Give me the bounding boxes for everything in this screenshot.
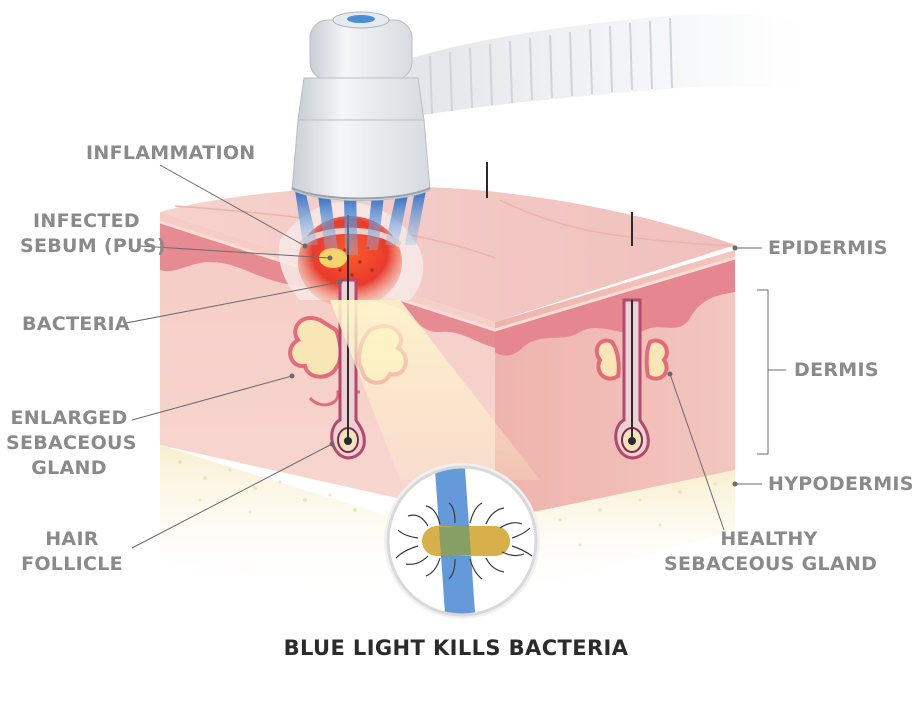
label-dermis: DERMIS [794, 359, 879, 381]
bacterium-icon [395, 502, 533, 580]
label-hypodermis: HYPODERMIS [768, 473, 912, 495]
label-infected-sebum-line2: SEBUM (PUS) [20, 235, 166, 257]
label-healthy-line2: SEBACEOUS GLAND [664, 553, 878, 575]
label-bacteria: BACTERIA [22, 313, 130, 335]
hair-follicle-right [614, 298, 650, 460]
label-enlarged-sebaceous-gland: ENLARGED SEBACEOUS GLAND [6, 406, 137, 481]
label-enlarged-line2: SEBACEOUS [6, 432, 137, 454]
pus-sebum [319, 248, 347, 268]
label-healthy-line1: HEALTHY [720, 528, 818, 550]
blue-light-rays [295, 190, 426, 255]
label-infected-sebum-line1: INFECTED [33, 210, 140, 232]
magnifier-beam [330, 300, 540, 480]
label-hair-line2: FOLLICLE [21, 553, 123, 575]
label-hair-follicle: HAIR FOLLICLE [18, 527, 126, 577]
label-inflammation: INFLAMMATION [86, 142, 256, 164]
label-enlarged-line3: GLAND [31, 457, 107, 479]
leader-lines [125, 164, 786, 549]
hypodermis-layer [160, 445, 735, 600]
label-epidermis: EPIDERMIS [768, 237, 888, 259]
blue-light-device-icon [291, 11, 431, 201]
label-infected-sebum: INFECTED SEBUM (PUS) [20, 209, 166, 259]
label-enlarged-line1: ENLARGED [10, 407, 128, 429]
label-hair-line1: HAIR [45, 528, 99, 550]
magnifier-circle-icon [384, 463, 540, 619]
healthy-sebaceous-gland [594, 338, 669, 381]
label-healthy-sebaceous-gland: HEALTHY SEBACEOUS GLAND [664, 527, 878, 577]
diagram-caption: BLUE LIGHT KILLS BACTERIA [283, 636, 629, 660]
device-hose [405, 13, 800, 119]
